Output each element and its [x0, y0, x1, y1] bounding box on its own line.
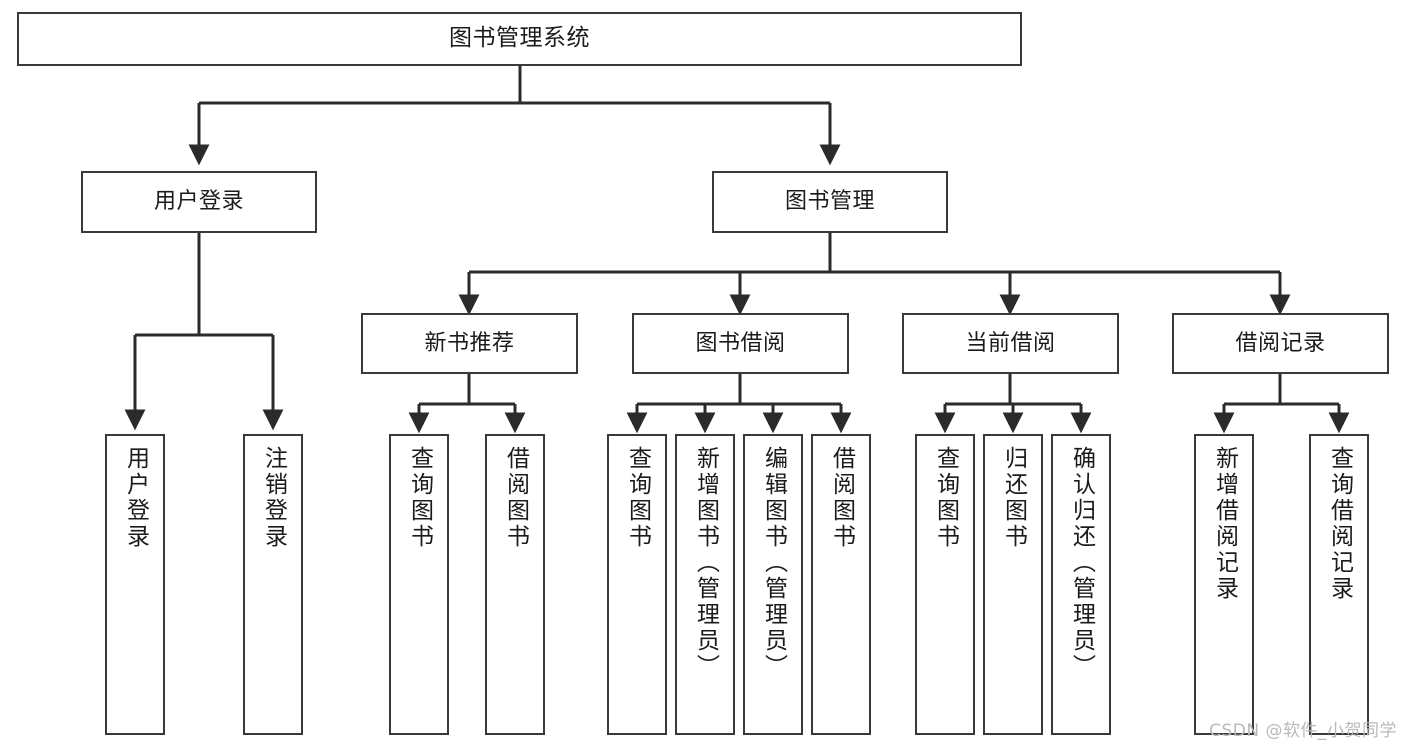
leaf-record-add-record[interactable]: 新增借阅记录: [1194, 434, 1254, 735]
node-current-borrow[interactable]: 当前借阅: [902, 313, 1119, 374]
watermark: CSDN @软件_小贺同学: [1209, 721, 1397, 741]
leaf-current-query-book[interactable]: 查询图书: [915, 434, 975, 735]
node-user-login[interactable]: 用户登录: [81, 171, 317, 233]
leaf-recommend-query-book[interactable]: 查询图书: [389, 434, 449, 735]
node-current-borrow-label: 当前借阅: [965, 330, 1056, 356]
leaf-borrow-add-book[interactable]: 新增图书（管理员）: [675, 434, 735, 735]
leaf-user-login-login[interactable]: 用户登录: [105, 434, 165, 735]
leaf-record-query-record[interactable]: 查询借阅记录: [1309, 434, 1369, 735]
leaf-label: 归还图书: [1000, 446, 1027, 550]
leaf-label: 用户登录: [122, 446, 149, 550]
leaf-label: 查询图书: [624, 446, 651, 550]
leaf-borrow-borrow-book[interactable]: 借阅图书: [811, 434, 871, 735]
leaf-current-confirm-return[interactable]: 确认归还（管理员）: [1051, 434, 1111, 735]
node-root-label: 图书管理系统: [449, 25, 590, 52]
leaf-label: 新增图书（管理员）: [692, 446, 719, 680]
node-book-borrow-label: 图书借阅: [695, 330, 786, 356]
leaf-label: 注销登录: [260, 446, 287, 550]
leaf-label: 新增借阅记录: [1211, 446, 1238, 602]
node-book-management[interactable]: 图书管理: [712, 171, 948, 233]
leaf-label: 编辑图书（管理员）: [760, 446, 787, 680]
node-new-book-recommend-label: 新书推荐: [424, 330, 515, 356]
node-borrow-record[interactable]: 借阅记录: [1172, 313, 1389, 374]
leaf-label: 查询图书: [932, 446, 959, 550]
leaf-borrow-edit-book[interactable]: 编辑图书（管理员）: [743, 434, 803, 735]
leaf-label: 查询图书: [406, 446, 433, 550]
leaf-label: 借阅图书: [828, 446, 855, 550]
node-book-borrow[interactable]: 图书借阅: [632, 313, 849, 374]
leaf-recommend-borrow-book[interactable]: 借阅图书: [485, 434, 545, 735]
leaf-borrow-query-book[interactable]: 查询图书: [607, 434, 667, 735]
node-borrow-record-label: 借阅记录: [1235, 330, 1326, 356]
leaf-label: 查询借阅记录: [1326, 446, 1353, 602]
node-root[interactable]: 图书管理系统: [17, 12, 1022, 66]
leaf-label: 借阅图书: [502, 446, 529, 550]
leaf-current-return-book[interactable]: 归还图书: [983, 434, 1043, 735]
node-new-book-recommend[interactable]: 新书推荐: [361, 313, 578, 374]
leaf-label: 确认归还（管理员）: [1068, 446, 1095, 680]
leaf-user-login-logout[interactable]: 注销登录: [243, 434, 303, 735]
node-user-login-label: 用户登录: [153, 189, 244, 215]
node-book-management-label: 图书管理: [784, 189, 875, 215]
